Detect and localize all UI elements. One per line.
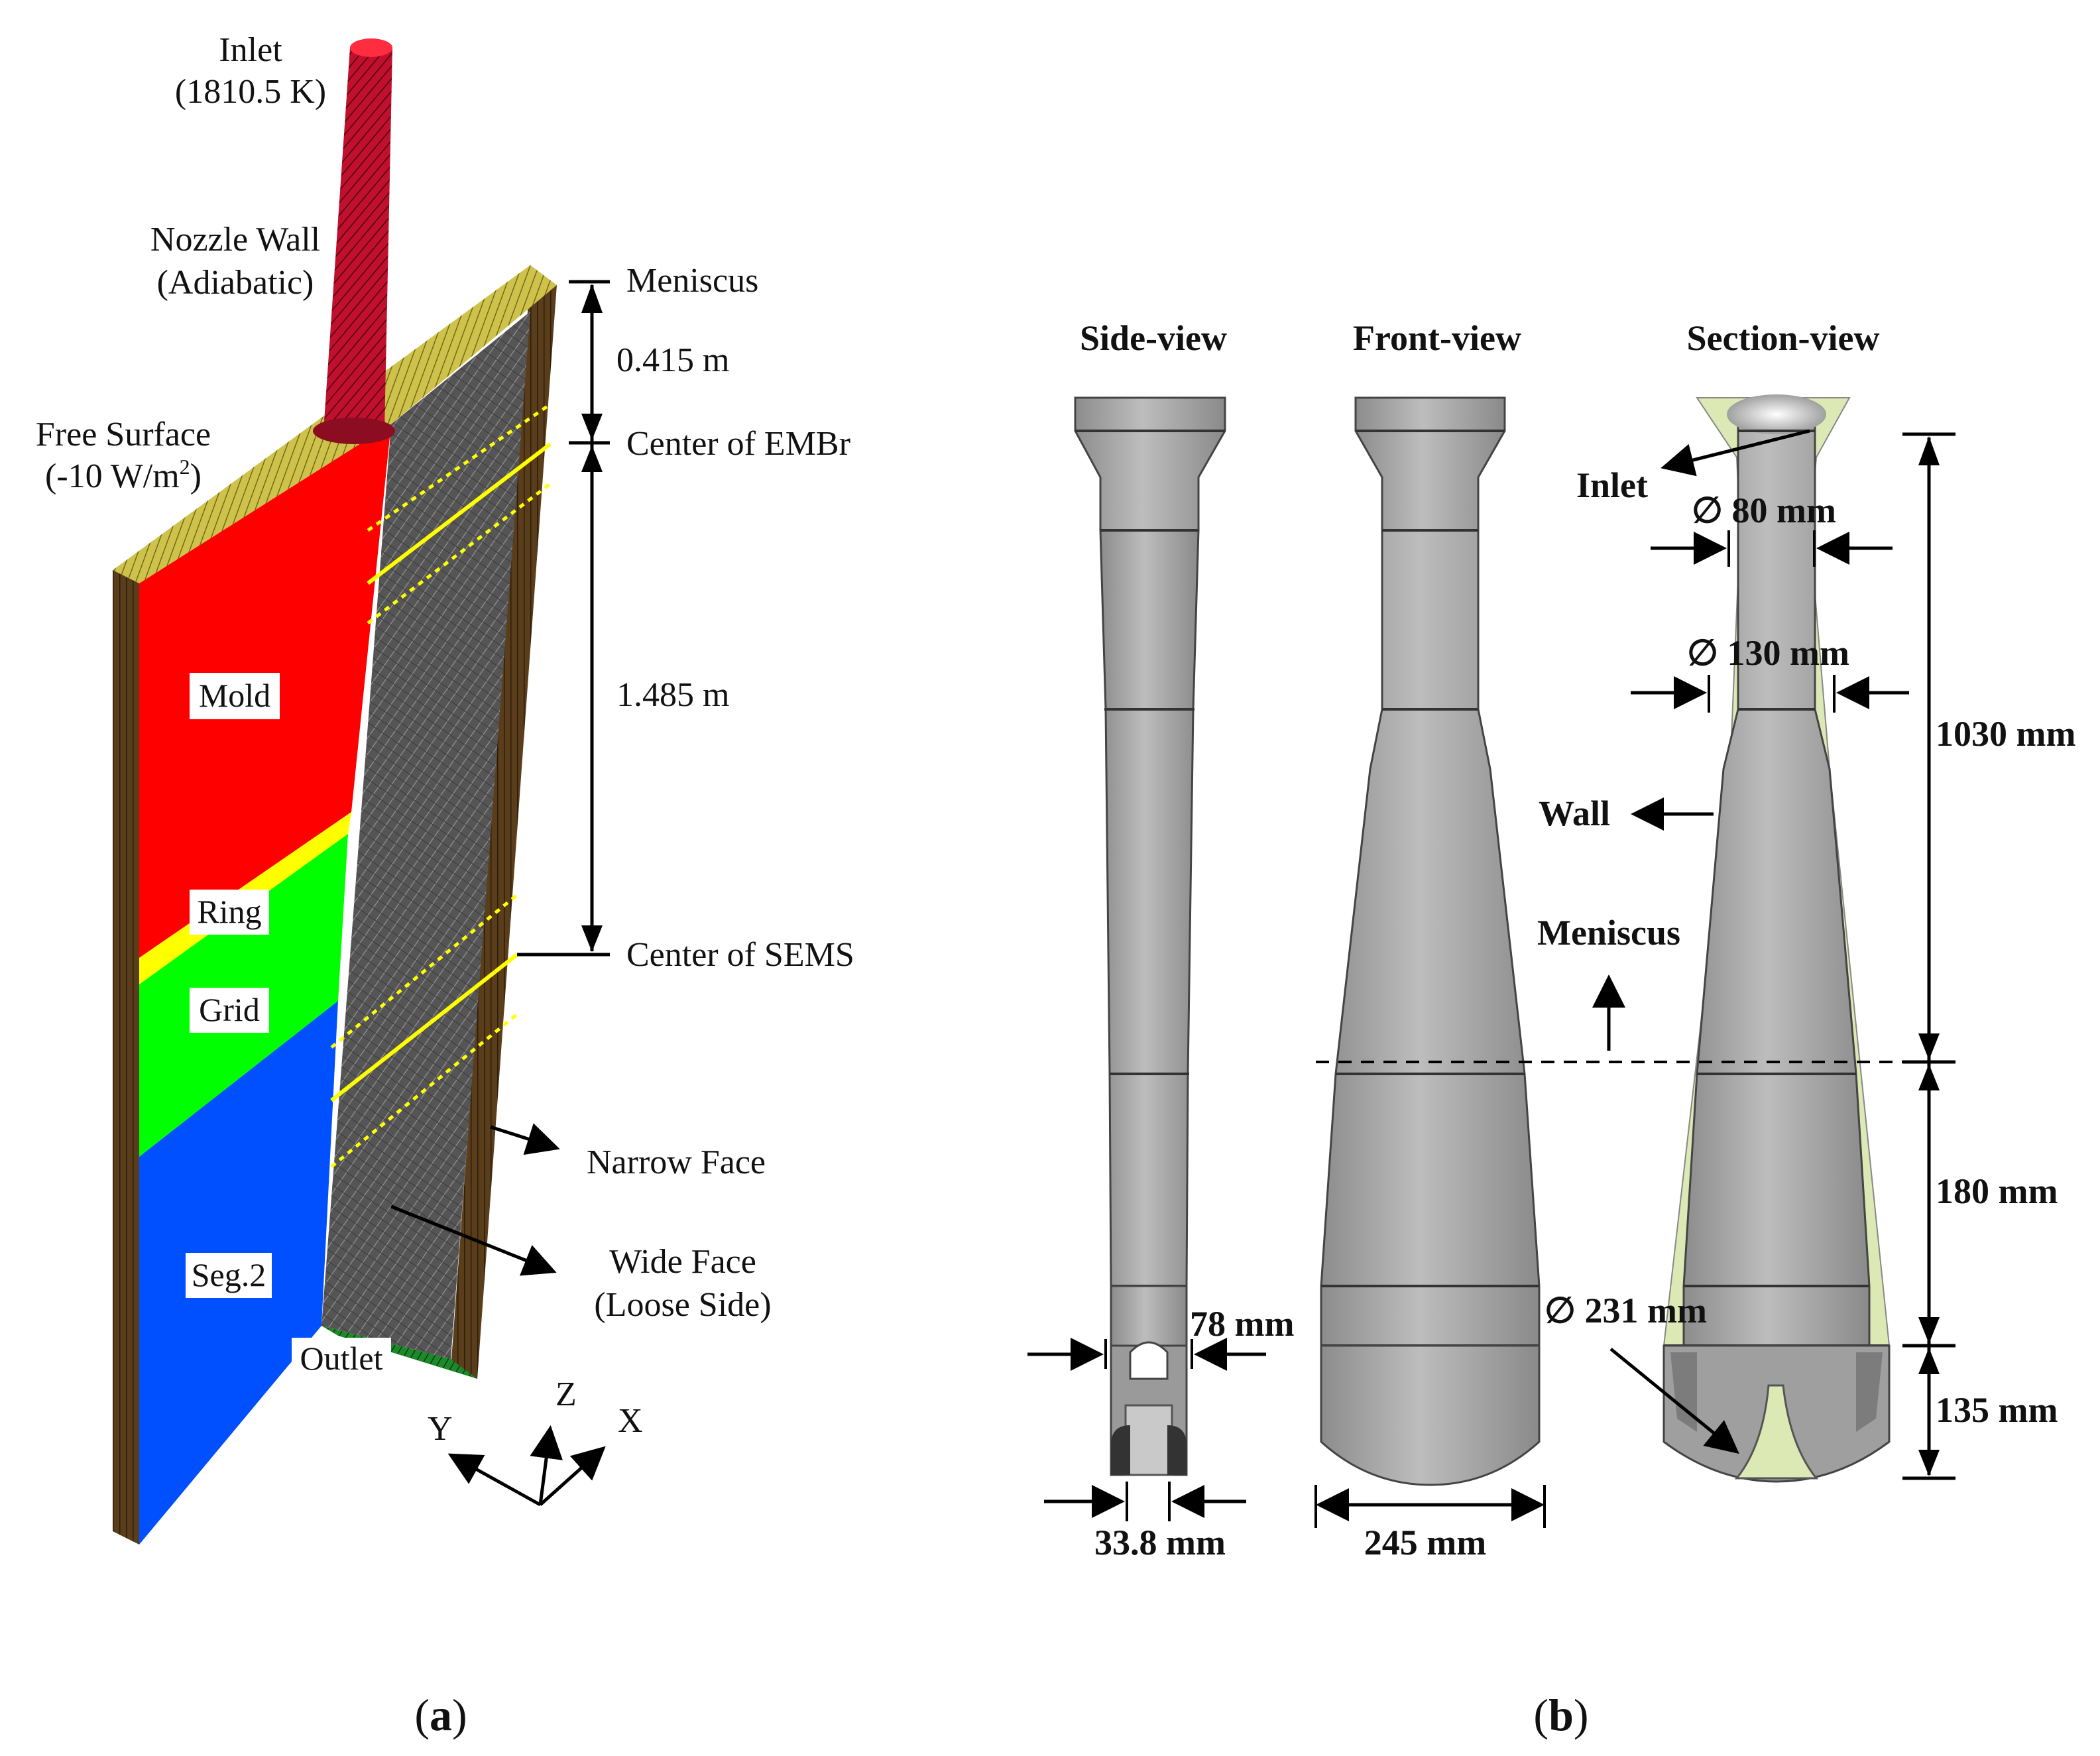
seg2-label: Seg.2	[192, 1256, 266, 1293]
meniscus-label-a: Meniscus	[626, 262, 758, 300]
mold-label: Mold	[199, 677, 270, 714]
d80-dimension	[1651, 530, 1893, 567]
dim-upper-label: 0.415 m	[616, 341, 729, 379]
w245-dimension	[1314, 1485, 1546, 1528]
w338-dimension	[1044, 1482, 1246, 1521]
wide-face-mesh	[321, 312, 530, 1359]
narrow-face-label: Narrow Face	[587, 1143, 766, 1181]
free-surface-label: Free Surface	[36, 416, 211, 453]
front-view-nozzle	[1320, 396, 1541, 1486]
d231-arrow	[1609, 1348, 1739, 1454]
panel-b: Side-view Front-view Section-view	[1027, 318, 2075, 1740]
narrow-face-frame	[451, 275, 557, 1379]
mold-model: Mold Ring Grid Seg.2 Outlet	[113, 38, 557, 1545]
grid-label: Grid	[199, 991, 260, 1028]
dim-lower-label: 1.485 m	[616, 676, 729, 714]
sems-lines	[330, 894, 518, 1168]
caption-b: (b)	[1533, 1690, 1588, 1740]
nozzle-wall-note: (Adiabatic)	[157, 264, 314, 302]
w245-label: 245 mm	[1364, 1523, 1486, 1562]
inlet-label-b: Inlet	[1576, 465, 1648, 505]
w78-dimension	[1027, 1338, 1266, 1371]
panel-a: Mold Ring Grid Seg.2 Outlet Inlet (1810.…	[36, 31, 854, 1740]
wide-face-arrow	[390, 1204, 557, 1276]
wide-face-note: (Loose Side)	[594, 1286, 771, 1324]
axis-y-label: Y	[428, 1410, 453, 1448]
wide-face-label: Wide Face	[609, 1243, 756, 1281]
d130-dimension	[1631, 675, 1909, 713]
nozzle-inlet-top	[350, 38, 392, 57]
inlet-temperature: (1810.5 K)	[175, 73, 326, 111]
ring-label: Ring	[197, 893, 261, 930]
vertical-dimensions	[1902, 432, 1955, 1480]
dim-180-label: 180 mm	[1936, 1171, 2058, 1211]
meniscus-label-b: Meniscus	[1537, 913, 1680, 953]
center-embr-label: Center of EMBr	[626, 425, 850, 463]
nozzle-base	[313, 418, 395, 444]
dim-1030-label: 1030 mm	[1936, 714, 2075, 754]
region-labels: Mold Ring Grid Seg.2 Outlet	[186, 673, 391, 1380]
left-edge-frame	[113, 570, 139, 1545]
embr-lines	[367, 402, 552, 624]
free-surface-note: (-10 W/m2)	[45, 455, 202, 495]
wall-label: Wall	[1539, 793, 1610, 833]
caption-a: (a)	[414, 1690, 467, 1740]
dim-135-label: 135 mm	[1936, 1390, 2058, 1430]
inlet-arrow	[1661, 429, 1810, 477]
side-view-nozzle	[1074, 396, 1226, 1476]
d231-label: ∅ 231 mm	[1545, 1291, 1707, 1330]
inlet-label: Inlet	[219, 31, 282, 69]
d80-label: ∅ 80 mm	[1692, 491, 1836, 530]
w78-label: 78 mm	[1190, 1304, 1294, 1344]
narrow-face-arrow	[490, 1123, 560, 1155]
coordinate-axes: Z Y X	[428, 1376, 643, 1507]
front-view-title: Front-view	[1353, 318, 1521, 358]
nozzle-wall-label: Nozzle Wall	[150, 221, 320, 259]
height-dimension	[517, 280, 610, 957]
d130-label: ∅ 130 mm	[1687, 633, 1849, 673]
nozzle-pipe	[323, 48, 392, 431]
outlet-label: Outlet	[300, 1340, 383, 1377]
axis-x-label: X	[618, 1402, 643, 1440]
nozzle	[313, 38, 395, 444]
w338-label: 33.8 mm	[1094, 1523, 1226, 1562]
side-view-title: Side-view	[1080, 318, 1227, 358]
center-sems-label: Center of SEMS	[626, 936, 854, 974]
axis-z-label: Z	[555, 1376, 577, 1413]
section-view-title: Section-view	[1687, 318, 1880, 358]
